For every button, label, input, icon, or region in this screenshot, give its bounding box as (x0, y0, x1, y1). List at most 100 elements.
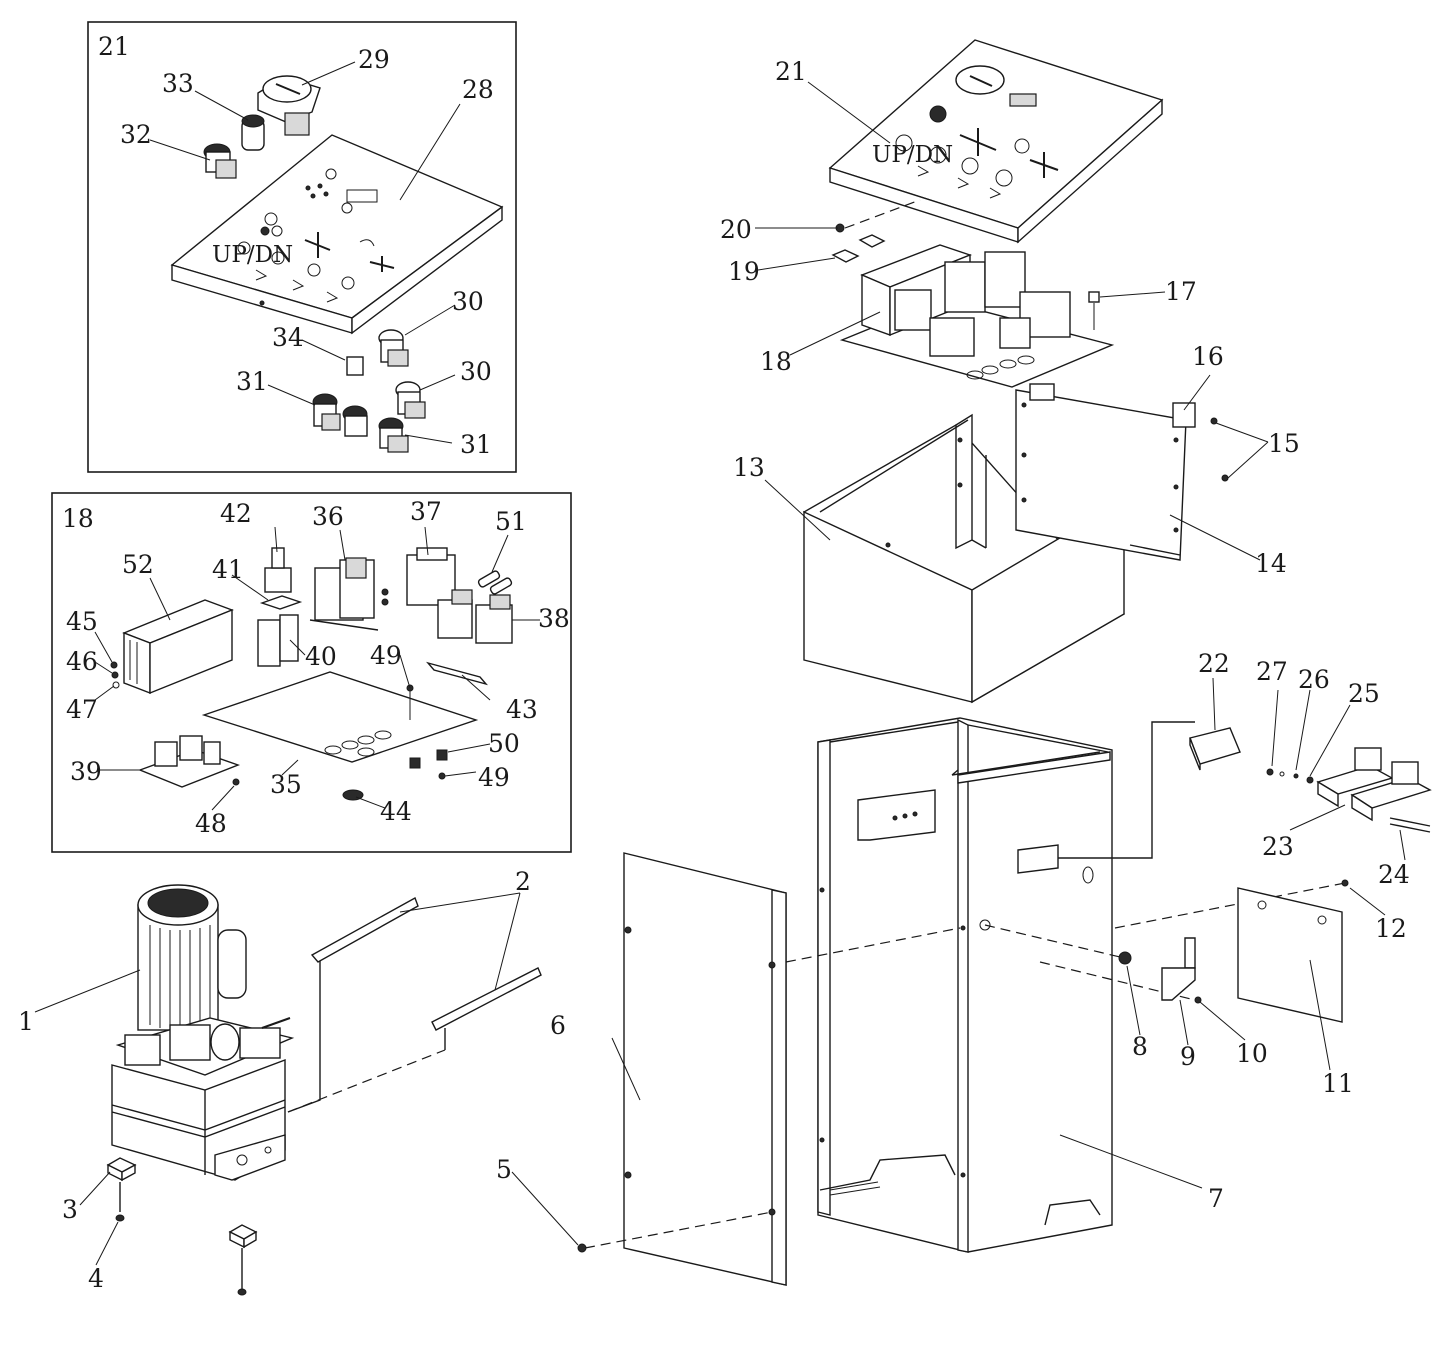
label-31a: 31 (236, 367, 268, 396)
washer-8-line (984, 924, 1121, 958)
screw-5 (577, 1243, 587, 1253)
gasket-41 (259, 595, 303, 610)
label-40: 40 (305, 642, 337, 671)
fuses-51 (477, 570, 513, 595)
label-10: 10 (1236, 1039, 1268, 1068)
label-8: 8 (1132, 1032, 1148, 1061)
rail-2b (431, 967, 542, 1031)
label-23: 23 (1262, 832, 1294, 861)
contactor-37 (406, 547, 456, 606)
screw-12 (1341, 879, 1349, 887)
hinge-16a (1029, 383, 1055, 401)
push-button-31a (312, 393, 341, 431)
cover-plate-11 (1237, 887, 1343, 1023)
inset-panel-label: 21 (98, 32, 130, 61)
hinge-16b (1172, 402, 1196, 428)
label-49a: 49 (370, 641, 402, 670)
pump-bracket-line (287, 1049, 446, 1113)
screw-path-20 (844, 199, 921, 229)
label-41: 41 (212, 555, 244, 584)
transformer-36 (309, 557, 379, 631)
label-52: 52 (122, 550, 154, 579)
label-15: 15 (1268, 429, 1300, 458)
label-45: 45 (66, 607, 98, 636)
inset-board-label: 18 (62, 504, 94, 533)
label-38: 38 (538, 604, 570, 633)
potentiometer-42 (264, 547, 292, 593)
hydraulic-power-unit-1 (111, 884, 295, 1181)
electrical-box-13 (802, 413, 1126, 704)
label-51: 51 (495, 507, 527, 536)
label-33: 33 (162, 69, 194, 98)
washer-19 (831, 249, 860, 263)
screw-24 (1389, 817, 1431, 833)
label-20: 20 (720, 215, 752, 244)
label-31b: 31 (460, 430, 492, 459)
label-19: 19 (728, 257, 760, 286)
cabinet-7 (817, 717, 1113, 1253)
button-32 (203, 143, 237, 179)
label-36: 36 (312, 502, 344, 531)
cover-11-line (1114, 882, 1346, 929)
circuit-breaker-38 (437, 589, 513, 644)
label-4: 4 (88, 1264, 104, 1293)
label-50: 50 (488, 729, 520, 758)
selector-switch-30a (378, 329, 409, 367)
label-16: 16 (1192, 342, 1224, 371)
label-26: 26 (1298, 665, 1330, 694)
label-3: 3 (62, 1195, 78, 1224)
screw-15a (1210, 417, 1218, 425)
door-hinge-line (785, 927, 961, 963)
label-9: 9 (1180, 1042, 1196, 1071)
label-11: 11 (1322, 1069, 1354, 1098)
relay-board-39 (138, 735, 241, 788)
label-47: 47 (66, 695, 98, 724)
label-24: 24 (1378, 860, 1410, 889)
din-rail-43 (425, 661, 489, 686)
screw-15b (1221, 474, 1229, 482)
selector-switch-30b (395, 381, 426, 419)
label-18: 18 (760, 347, 792, 376)
rail-2a (310, 896, 419, 963)
label-32: 32 (120, 120, 152, 149)
control-panel-assembly: UP/DN (828, 39, 1164, 244)
indicator-33 (241, 114, 265, 151)
mounting-plate-35 (201, 671, 479, 763)
handle-22 (1189, 727, 1241, 771)
label-34: 34 (272, 323, 304, 352)
screw-10 (1194, 996, 1202, 1004)
label-29: 29 (358, 45, 390, 74)
label-35: 35 (270, 770, 302, 799)
label-22: 22 (1198, 649, 1230, 678)
label-21: 21 (775, 57, 807, 86)
power-supply-52 (122, 599, 234, 695)
label-30b: 30 (460, 357, 492, 386)
label-2: 2 (515, 867, 531, 896)
label-1: 1 (18, 1007, 34, 1036)
bolt-4b (237, 1288, 247, 1296)
nut-50 (436, 749, 448, 761)
label-48: 48 (195, 809, 227, 838)
key-switch-29 (257, 75, 321, 136)
label-39: 39 (70, 757, 102, 786)
door-6 (623, 852, 787, 1286)
label-43: 43 (506, 695, 538, 724)
bracket-40 (257, 614, 299, 667)
label-25: 25 (1348, 679, 1380, 708)
label-49b: 49 (478, 763, 510, 792)
label-13: 13 (733, 453, 765, 482)
label-42: 42 (220, 499, 252, 528)
label-37: 37 (410, 497, 442, 526)
label-12: 12 (1375, 914, 1407, 943)
washer-8 (1118, 951, 1132, 965)
bracket-9 (1161, 937, 1196, 1001)
label-28: 28 (462, 75, 494, 104)
inset-electrical-board: 18 (51, 492, 572, 853)
label-27: 27 (1256, 657, 1288, 686)
clip-34 (346, 356, 364, 376)
label-5: 5 (496, 1155, 512, 1184)
back-panel-14 (1015, 389, 1187, 561)
label-6: 6 (550, 1011, 566, 1040)
solenoid-valve-23 (1316, 747, 1432, 822)
